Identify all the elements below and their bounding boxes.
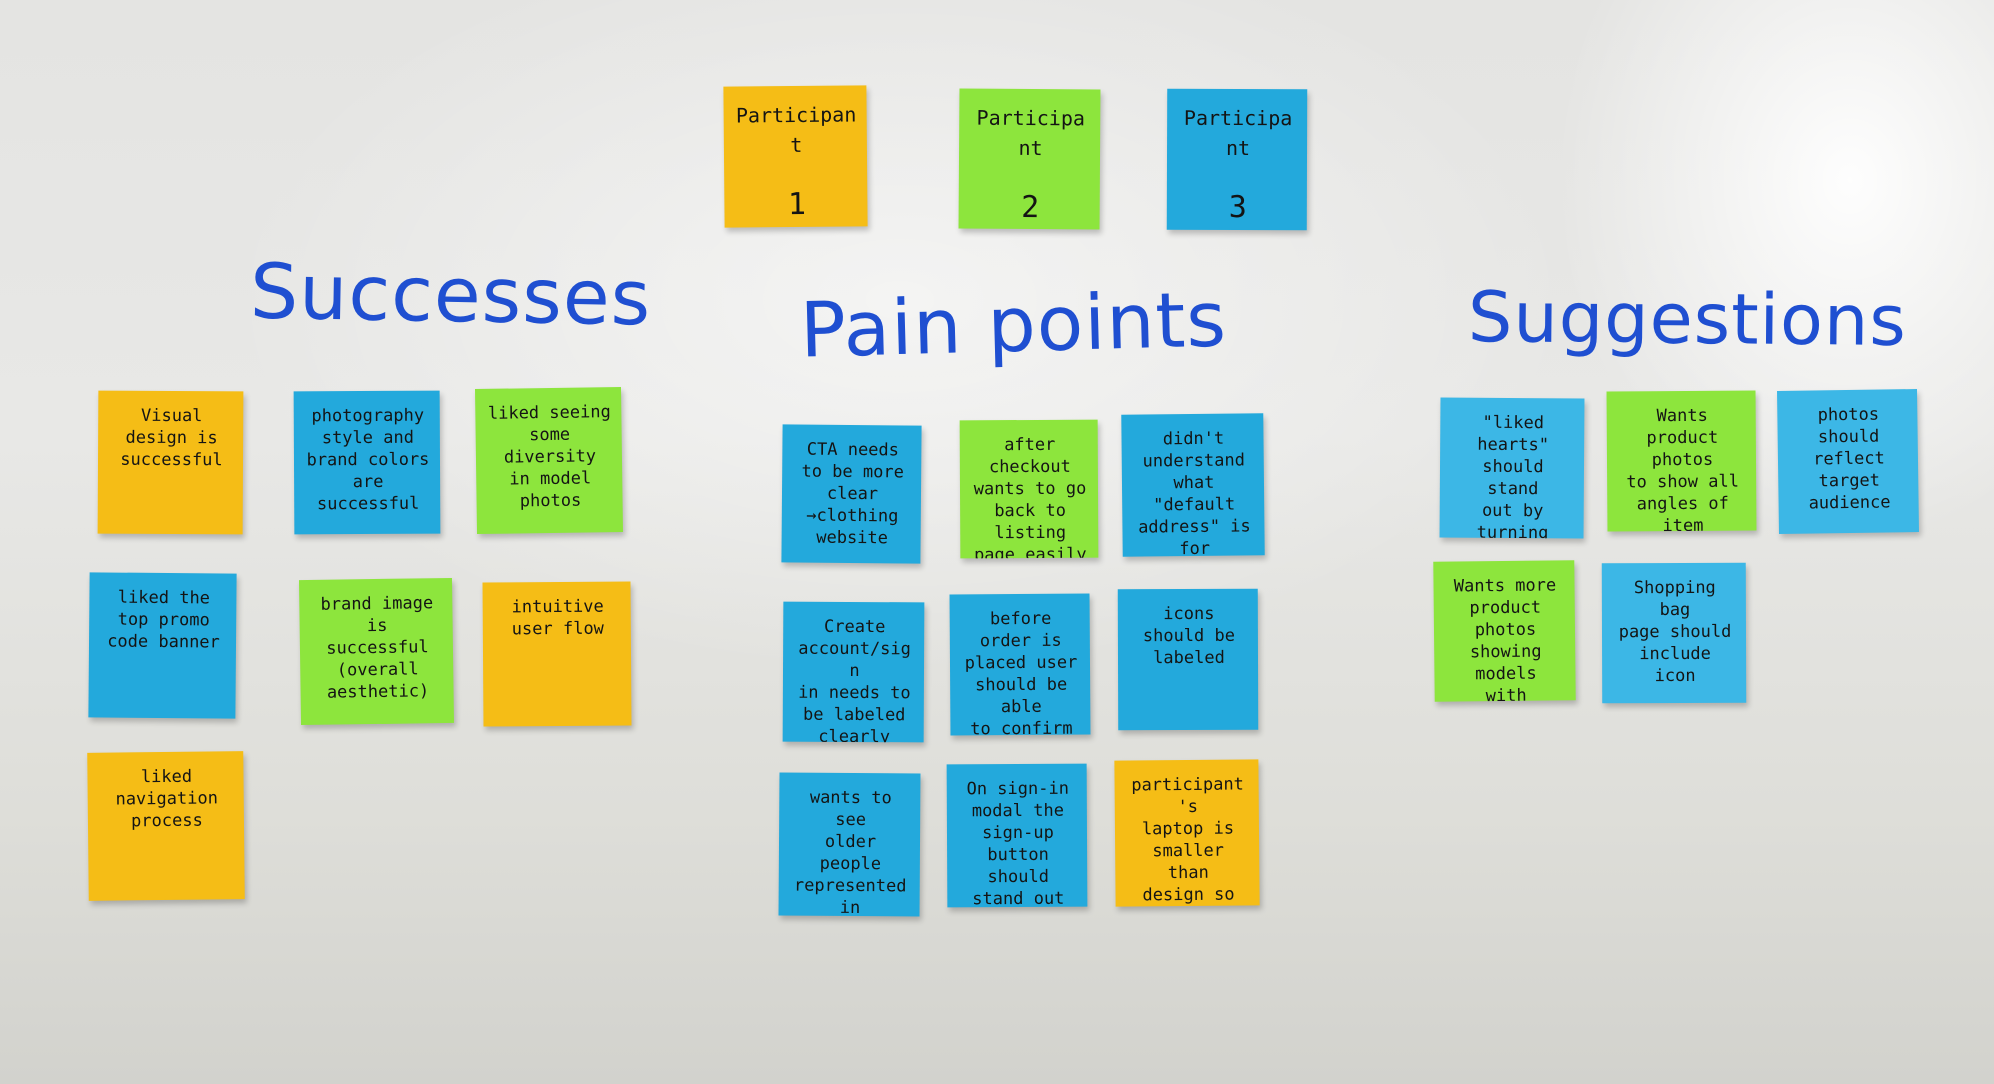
- heading-successes: Successes: [249, 246, 653, 343]
- success-note-diversity: liked seeing some diversity in model pho…: [474, 386, 624, 535]
- suggestion-note-product-angles: Wants product photos to show all angles …: [1606, 390, 1757, 532]
- suggestion-note-body-types: Wants more product photos showing models…: [1433, 560, 1576, 702]
- participant-3-label: Participant: [1183, 105, 1293, 161]
- success-note-visual-design: Visual design is successful: [97, 390, 244, 535]
- success-note-user-flow: intuitive user flow: [482, 581, 632, 727]
- pain-note-sign-up-button: On sign-in modal the sign-up button shou…: [946, 763, 1088, 908]
- heading-suggestions: Suggestions: [1467, 276, 1908, 362]
- pain-note-create-account: Create account/sign in needs to be label…: [782, 601, 925, 743]
- participant-3-note: Participant 3: [1166, 88, 1308, 231]
- pain-note-confirm-shipping: before order is placed user should be ab…: [949, 593, 1091, 736]
- suggestion-note-shopping-bag: Shopping bag page should include icon: [1601, 562, 1747, 704]
- suggestion-note-target-audience: photos should reflect target audience: [1777, 389, 1919, 534]
- success-note-promo-banner: liked the top promo code banner: [88, 572, 237, 719]
- success-note-navigation: liked navigation process: [87, 751, 245, 901]
- participant-3-number: 3: [1228, 189, 1247, 226]
- success-note-photography-style: photography style and brand colors are s…: [293, 390, 441, 535]
- participant-2-label: Participant: [976, 105, 1086, 161]
- participant-1-note: Participant 1: [723, 85, 868, 228]
- pain-note-after-checkout: after checkout wants to go back to listi…: [959, 419, 1099, 559]
- success-note-brand-image: brand image is successful (overall aesth…: [298, 577, 455, 726]
- suggestion-note-liked-hearts: "liked hearts" should stand out by turni…: [1439, 397, 1585, 539]
- pain-note-laptop-smaller: participant's laptop is smaller than des…: [1114, 759, 1260, 907]
- pain-note-default-address: didn't understand what "default address"…: [1121, 413, 1265, 557]
- participant-2-note: Participant 2: [958, 88, 1101, 230]
- pain-note-older-people: wants to see older people represented in…: [778, 772, 921, 917]
- participant-1-number: 1: [787, 186, 807, 223]
- participant-2-number: 2: [1021, 189, 1040, 226]
- pain-note-cta-clear: CTA needs to be more clear →clothing web…: [781, 424, 922, 564]
- pain-note-icons-labeled: icons should be labeled: [1117, 588, 1259, 731]
- participant-1-label: Participant: [735, 102, 857, 158]
- heading-pain-points: Pain points: [798, 274, 1228, 375]
